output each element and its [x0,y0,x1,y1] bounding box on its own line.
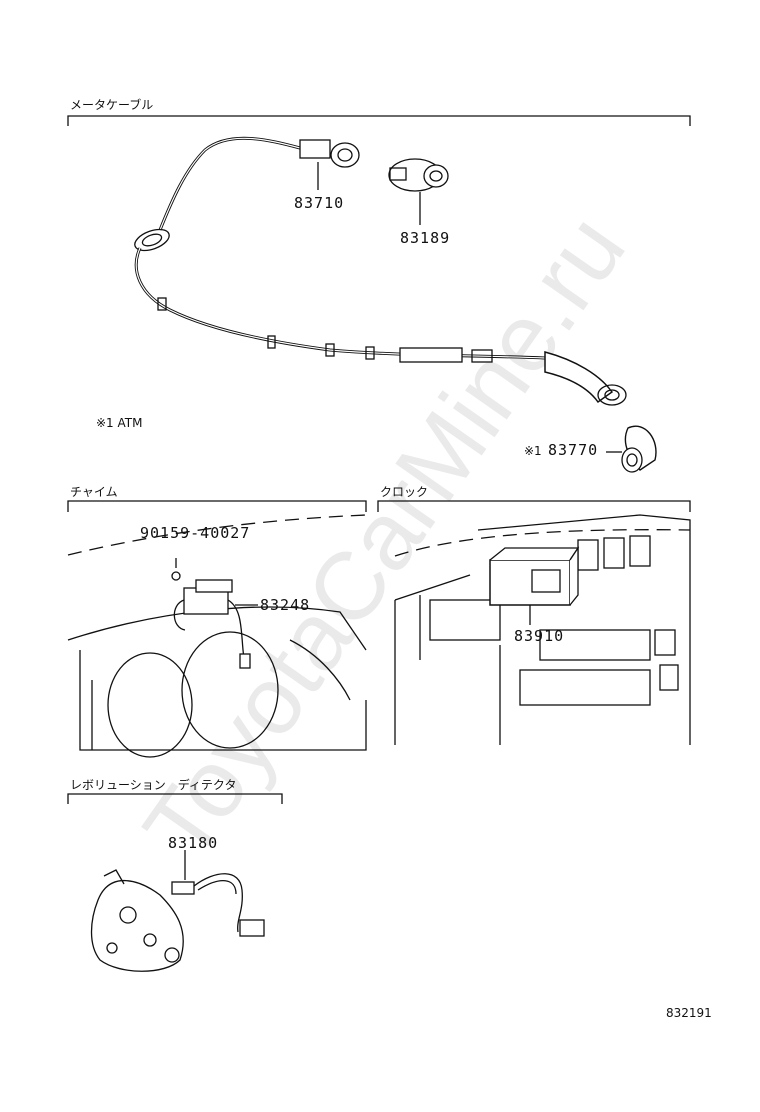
section-title-clock: クロック [380,485,429,499]
chime-bracket [67,500,367,512]
section-title-chime: チャイム [70,485,118,499]
part-number-83189[interactable]: 83189 [400,229,451,247]
part-number-83770[interactable]: 83770 [548,441,599,459]
clock-bracket [377,500,691,512]
revolution-detector-bracket [67,793,283,804]
chime-drawing [67,514,367,758]
note-mark-83770: ※1 [524,444,542,458]
atm-note: ※1 ATM [96,416,143,430]
part-number-83710[interactable]: 83710 [294,194,345,212]
meter-cable-drawing [134,136,657,473]
part-number-90159-40027[interactable]: 90159-40027 [140,524,251,542]
meter-cable-bracket [67,115,691,126]
section-title-revolution-detector: レボリューション ディテクタ [70,778,237,792]
section-title-meter-cable: メータケーブル [70,98,154,112]
part-number-83180[interactable]: 83180 [168,834,219,852]
part-number-83910[interactable]: 83910 [514,627,565,645]
revolution-detector-drawing [90,850,265,972]
clock-drawing [394,514,691,745]
part-number-83248[interactable]: 83248 [260,596,311,614]
diagram-code: 832191 [666,1006,712,1020]
